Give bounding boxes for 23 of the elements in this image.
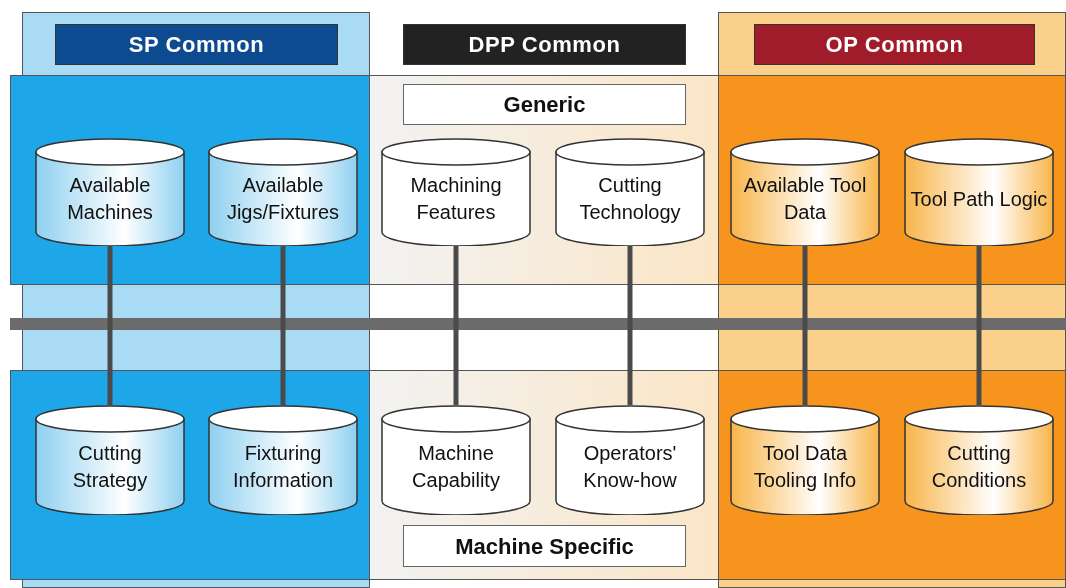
connector-line [976, 246, 982, 405]
cylinder-label: Machine Capability [411, 441, 501, 493]
column-heading: OP Common [754, 24, 1035, 65]
cylinder-label: Cutting Technology [578, 173, 682, 225]
connector-line [627, 246, 633, 405]
column-heading: DPP Common [403, 24, 686, 65]
connector-line [280, 246, 286, 405]
cylinder-label: Fixturing Information [231, 441, 335, 493]
cylinder-label: Tool Data Tooling Info [752, 441, 858, 493]
cylinder-label: Operators' Know-how [582, 441, 678, 493]
row-label: Generic [403, 84, 686, 125]
connector-line [453, 246, 459, 405]
column-heading: SP Common [55, 24, 338, 65]
connector-line [107, 246, 113, 405]
cylinder-label: Cutting Conditions [930, 441, 1028, 493]
connector-line [802, 246, 808, 405]
cylinder-label: Available Machines [66, 173, 154, 225]
row-label: Machine Specific [403, 525, 686, 567]
cylinder-label: Available Jigs/Fixtures [225, 173, 341, 225]
cylinder-label: Cutting Strategy [71, 441, 149, 493]
cylinder-label: Machining Features [409, 173, 503, 225]
cylinder-label: Tool Path Logic [910, 186, 1048, 212]
cylinder-label: Available Tool Data [742, 173, 868, 225]
